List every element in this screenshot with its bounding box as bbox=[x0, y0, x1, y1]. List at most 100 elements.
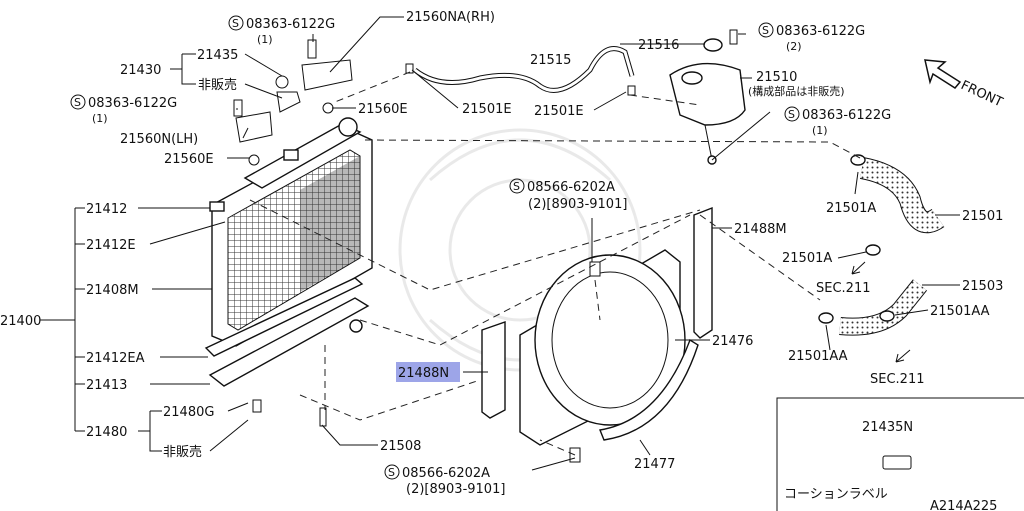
svg-text:S: S bbox=[74, 96, 81, 109]
svg-text:21501AA: 21501AA bbox=[930, 304, 990, 319]
callout-21560N[interactable]: 21560N(LH) bbox=[120, 132, 198, 147]
callout-sec211-a[interactable]: SEC.211 bbox=[816, 281, 871, 296]
selection-highlight bbox=[396, 362, 460, 382]
svg-text:08363-6122G: 08363-6122G bbox=[802, 108, 891, 123]
svg-text:21400: 21400 bbox=[0, 314, 41, 329]
callout-21412EA[interactable]: 21412EA bbox=[86, 351, 145, 366]
svg-text:21560E: 21560E bbox=[164, 152, 214, 167]
inset-box bbox=[776, 397, 1024, 511]
callout-21400[interactable]: 21400 bbox=[0, 314, 41, 329]
svg-text:21480G: 21480G bbox=[163, 405, 214, 420]
svg-text:21501E: 21501E bbox=[534, 104, 584, 119]
caution-label-text: コーションラベル bbox=[784, 487, 888, 502]
callout-21476[interactable]: 21476 bbox=[712, 334, 753, 349]
callout-21413[interactable]: 21413 bbox=[86, 378, 127, 393]
svg-text:21435N: 21435N bbox=[862, 420, 913, 435]
callout-21412E[interactable]: 21412E bbox=[86, 238, 136, 253]
radiator-core[interactable] bbox=[211, 129, 373, 347]
svg-text:21488N: 21488N bbox=[398, 366, 449, 381]
callout-21501AA-b[interactable]: 21501AA bbox=[788, 349, 848, 364]
svg-text:21488M: 21488M bbox=[734, 222, 787, 237]
callout-21435N[interactable]: 21435N bbox=[862, 420, 913, 435]
callout-21501A-a[interactable]: 21501A bbox=[826, 201, 876, 216]
reservoir-cap[interactable] bbox=[703, 38, 723, 52]
svg-text:08363-6122G: 08363-6122G bbox=[88, 96, 177, 111]
callout-21412[interactable]: 21412 bbox=[86, 202, 127, 217]
callout-21501E-b[interactable]: 21501E bbox=[534, 104, 584, 119]
svg-text:(2)[8903-9101]: (2)[8903-9101] bbox=[406, 482, 505, 497]
svg-text:21515: 21515 bbox=[530, 53, 571, 68]
callout-21501AA-a[interactable]: 21501AA bbox=[930, 304, 990, 319]
svg-text:S: S bbox=[232, 17, 239, 30]
svg-text:21501AA: 21501AA bbox=[788, 349, 848, 364]
bracket-21488M[interactable] bbox=[693, 206, 713, 339]
callout-21510[interactable]: 21510 (構成部品は非販売) bbox=[748, 70, 845, 98]
dashed-leaders bbox=[249, 71, 861, 456]
callout-08566-a[interactable]: S 08566-6202A (2)[8903-9101] bbox=[509, 178, 627, 212]
svg-text:21510: 21510 bbox=[756, 70, 797, 85]
svg-text:08363-6122G: 08363-6122G bbox=[246, 17, 335, 32]
callout-08363-d[interactable]: S 08363-6122G (1) bbox=[784, 106, 891, 137]
svg-text:21412E: 21412E bbox=[86, 238, 136, 253]
radiator-lower-tank bbox=[204, 277, 370, 387]
callout-21508[interactable]: 21508 bbox=[380, 439, 421, 454]
svg-text:21501A: 21501A bbox=[826, 201, 876, 216]
svg-text:21516: 21516 bbox=[638, 38, 679, 53]
callout-21503[interactable]: 21503 bbox=[962, 279, 1003, 294]
callout-21560NA[interactable]: 21560NA(RH) bbox=[406, 10, 495, 25]
svg-text:21476: 21476 bbox=[712, 334, 753, 349]
callout-21501[interactable]: 21501 bbox=[962, 209, 1003, 224]
svg-text:A214A225: A214A225 bbox=[930, 499, 997, 511]
svg-text:(構成部品は非販売): (構成部品は非販売) bbox=[748, 84, 845, 98]
callout-21501E-a[interactable]: 21501E bbox=[462, 102, 512, 117]
bracket-21488N[interactable] bbox=[481, 321, 506, 419]
callout-08363-b[interactable]: S 08363-6122G (1) bbox=[70, 94, 177, 125]
callout-21488M[interactable]: 21488M bbox=[734, 222, 787, 237]
leader-lines bbox=[40, 16, 960, 471]
callout-21515[interactable]: 21515 bbox=[530, 53, 571, 68]
callout-21430[interactable]: 21430 bbox=[120, 63, 161, 78]
reservoir-tank[interactable] bbox=[669, 62, 746, 165]
svg-text:21501: 21501 bbox=[962, 209, 1003, 224]
svg-text:21408M: 21408M bbox=[86, 283, 139, 298]
svg-text:08363-6122G: 08363-6122G bbox=[776, 24, 865, 39]
shroud-lower[interactable] bbox=[599, 338, 699, 441]
svg-text:21435: 21435 bbox=[197, 48, 238, 63]
svg-text:(1): (1) bbox=[92, 112, 108, 125]
callout-21477[interactable]: 21477 bbox=[634, 457, 675, 472]
seal-21412 bbox=[209, 201, 225, 212]
callout-08566-b[interactable]: S 08566-6202A (2)[8903-9101] bbox=[384, 464, 505, 497]
fan-shroud[interactable] bbox=[519, 249, 686, 446]
svg-text:コーションラベル: コーションラベル bbox=[784, 487, 888, 502]
callout-21516[interactable]: 21516 bbox=[638, 38, 679, 53]
callout-hihanbai-1: 非販売 bbox=[198, 77, 237, 93]
svg-text:SEC.211: SEC.211 bbox=[816, 281, 871, 296]
svg-text:非販売: 非販売 bbox=[163, 444, 202, 460]
callout-hihanbai-2: 非販売 bbox=[163, 444, 202, 460]
radiator-upper-tank bbox=[243, 117, 362, 189]
svg-text:(1): (1) bbox=[812, 124, 828, 137]
svg-text:21412EA: 21412EA bbox=[86, 351, 145, 366]
callout-08363-c[interactable]: S 08363-6122G (2) bbox=[758, 22, 865, 53]
callout-21408M[interactable]: 21408M bbox=[86, 283, 139, 298]
callout-21480[interactable]: 21480 bbox=[86, 425, 127, 440]
svg-text:21480: 21480 bbox=[86, 425, 127, 440]
callout-21560E-a[interactable]: 21560E bbox=[164, 152, 214, 167]
callout-21501A-b[interactable]: 21501A bbox=[782, 251, 832, 266]
callout-sec211-b[interactable]: SEC.211 bbox=[870, 372, 925, 387]
svg-text:(2)[8903-9101]: (2)[8903-9101] bbox=[528, 197, 627, 212]
callout-21488N[interactable]: 21488N bbox=[398, 366, 449, 381]
svg-text:(2): (2) bbox=[786, 40, 802, 53]
callout-21560E-b[interactable]: 21560E bbox=[358, 102, 408, 117]
callout-21480G[interactable]: 21480G bbox=[163, 405, 214, 420]
callout-08363-a[interactable]: S 08363-6122G (1) bbox=[228, 15, 335, 46]
svg-text:21508: 21508 bbox=[380, 439, 421, 454]
svg-text:S: S bbox=[762, 24, 769, 37]
diagram-code: A214A225 bbox=[930, 499, 997, 511]
svg-text:21430: 21430 bbox=[120, 63, 161, 78]
svg-text:S: S bbox=[788, 108, 795, 121]
svg-text:21503: 21503 bbox=[962, 279, 1003, 294]
callout-21435[interactable]: 21435 bbox=[197, 48, 238, 63]
